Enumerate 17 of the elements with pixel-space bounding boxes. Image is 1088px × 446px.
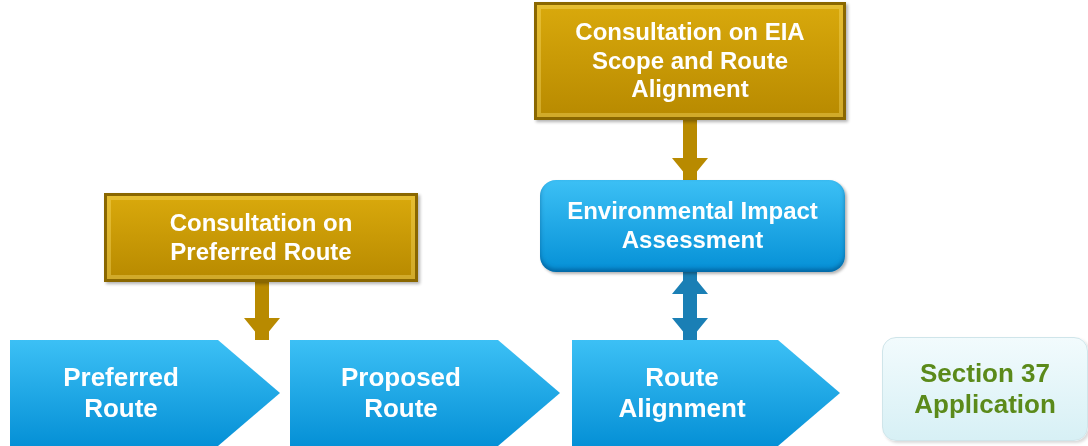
outcome-box — [882, 337, 1088, 441]
block-arrow — [672, 120, 708, 180]
step-label: Proposed Route — [340, 361, 462, 425]
consultation-box — [104, 193, 418, 282]
step-label: Section 37 Application — [913, 357, 1057, 421]
chevron-step — [572, 340, 840, 446]
process-box — [540, 180, 845, 272]
step-label: Consultation on EIA Scope and Route Alignment — [574, 17, 806, 105]
step-label: Environmental Impact Assessment — [566, 197, 819, 255]
block-arrow — [672, 272, 708, 340]
chevron-step — [10, 340, 280, 446]
consultation-box — [534, 2, 846, 120]
step-label: Consultation on Preferred Route — [168, 208, 354, 267]
block-arrow — [244, 282, 280, 340]
chevron-step — [290, 340, 560, 446]
step-label: Preferred Route — [62, 361, 180, 425]
step-label: Route Alignment — [617, 361, 747, 425]
